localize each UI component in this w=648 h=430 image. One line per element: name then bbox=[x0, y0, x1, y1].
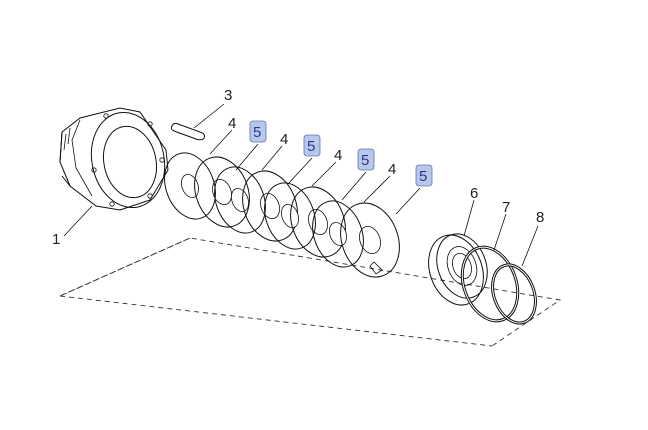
label-highlight-5d bbox=[415, 164, 433, 187]
label-part-7: 7 bbox=[502, 199, 510, 216]
label-part-5b: 5 bbox=[307, 138, 315, 155]
steel-disc-4 bbox=[340, 202, 400, 278]
leader-line-4b bbox=[261, 145, 283, 171]
leader-line-5b bbox=[287, 157, 313, 185]
steel-disc-3 bbox=[290, 186, 346, 258]
steel-disc-2 bbox=[242, 170, 298, 242]
friction-disc-3 bbox=[264, 182, 316, 250]
friction-disc-1 bbox=[164, 152, 216, 220]
label-part-5d: 5 bbox=[419, 168, 427, 185]
label-part-4b: 4 bbox=[280, 131, 288, 148]
label-highlight-5b bbox=[303, 134, 321, 157]
leader-line-4a bbox=[209, 129, 233, 155]
leader-line-4d bbox=[363, 175, 391, 203]
leader-line-1 bbox=[63, 205, 93, 237]
seal-ring-inner-part bbox=[491, 263, 537, 325]
label-part-1: 1 bbox=[52, 231, 60, 248]
label-part-3: 3 bbox=[224, 87, 232, 104]
friction-disc-2 bbox=[214, 166, 266, 234]
leader-line-5c bbox=[341, 171, 367, 201]
leader-line-5d bbox=[395, 187, 421, 215]
leader-line-8 bbox=[521, 225, 539, 267]
label-highlight-5c bbox=[357, 148, 375, 171]
leader-line-5a bbox=[235, 143, 259, 171]
label-part-4c: 4 bbox=[334, 147, 342, 164]
label-part-4d: 4 bbox=[388, 161, 396, 178]
leader-line-6 bbox=[463, 199, 475, 237]
label-part-6: 6 bbox=[470, 185, 478, 202]
leader-line-7 bbox=[493, 213, 507, 251]
housing-part bbox=[59, 107, 169, 211]
dashed-reference-frame bbox=[59, 237, 562, 347]
label-part-5c: 5 bbox=[361, 152, 369, 169]
label-part-4a: 4 bbox=[228, 115, 236, 132]
piston-part bbox=[428, 233, 488, 306]
label-part-8: 8 bbox=[536, 209, 544, 226]
leader-line-3 bbox=[193, 103, 225, 129]
seal-ring-outer-part bbox=[460, 245, 520, 323]
label-highlight-5a bbox=[249, 120, 267, 143]
pin-part bbox=[170, 122, 205, 141]
label-part-5a: 5 bbox=[253, 124, 261, 141]
leader-line-4c bbox=[311, 161, 337, 187]
